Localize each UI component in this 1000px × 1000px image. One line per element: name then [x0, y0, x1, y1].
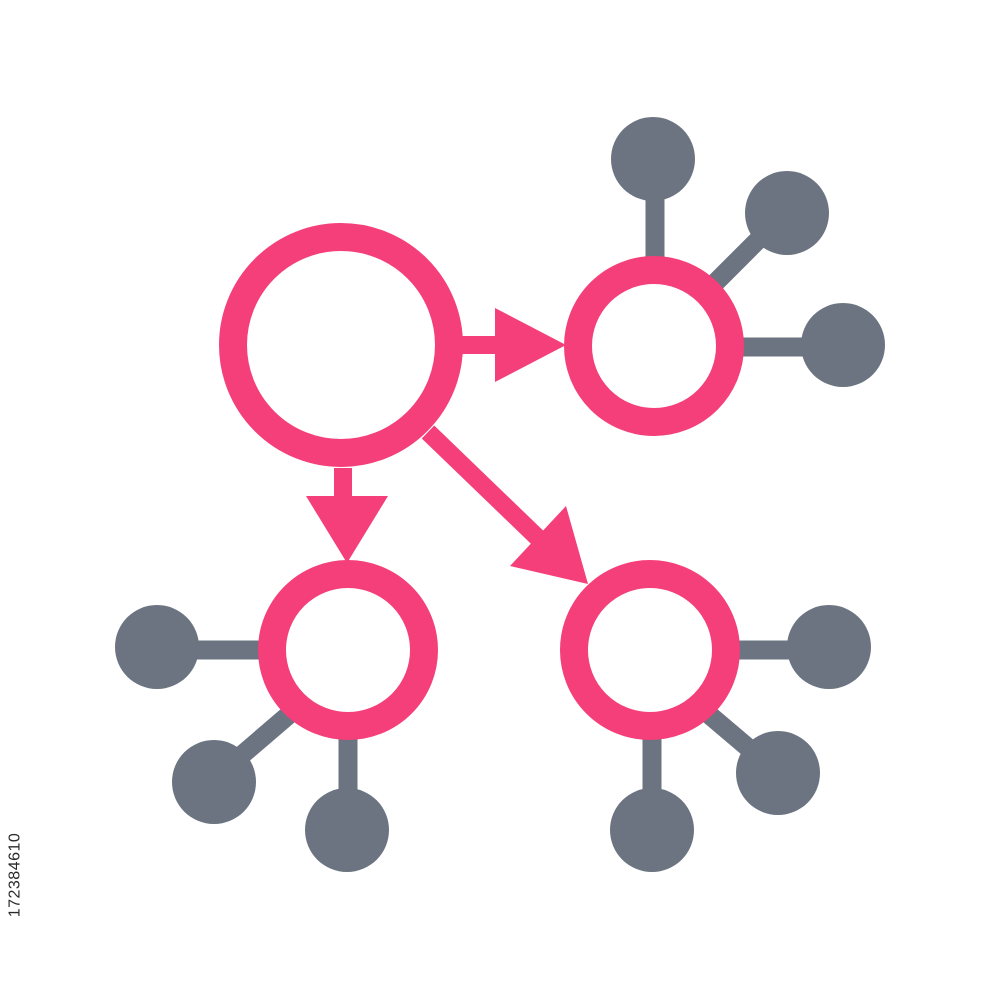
edges — [306, 308, 588, 584]
target-node-right — [564, 256, 744, 436]
target-node-bottom-right — [560, 560, 740, 740]
stock-id-watermark: 172384610 — [6, 755, 24, 995]
target-node-bottom-left — [258, 560, 438, 740]
nodes — [219, 223, 744, 740]
edge-source-to-right — [462, 308, 566, 382]
satellite-dot-right-top — [611, 117, 695, 201]
edge-source-to-bottom-left — [306, 468, 388, 563]
satellite-dot-br-bottom — [610, 788, 694, 872]
satellite-dot-bl-lower — [172, 740, 256, 824]
satellite-dot-br-lower — [736, 731, 820, 815]
stock-id-text: 172384610 — [6, 832, 23, 918]
arrowhead-right — [495, 308, 566, 382]
satellite-dot-right-side — [801, 303, 885, 387]
edge-source-to-bottom-right — [421, 425, 588, 584]
satellite-dot-bl-left — [115, 605, 199, 689]
satellite-dots — [115, 117, 885, 872]
arrowhead-bottom-left — [306, 496, 388, 563]
source-node — [219, 223, 463, 467]
satellite-dot-right-upper — [745, 171, 829, 255]
satellite-dot-br-side — [787, 605, 871, 689]
satellite-dot-bl-bottom — [305, 788, 389, 872]
arrowhead-bottom-right — [510, 506, 588, 584]
